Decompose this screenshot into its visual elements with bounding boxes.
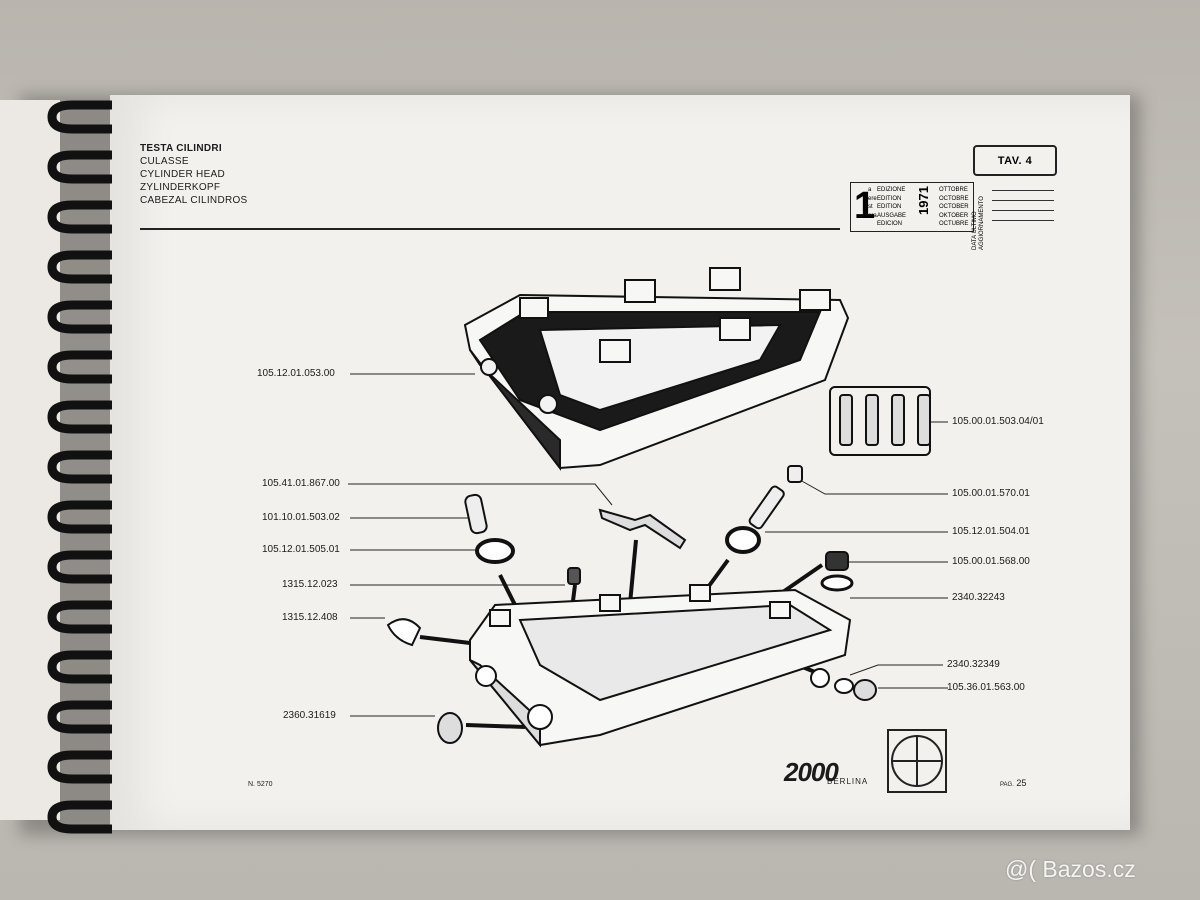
edition-month: OCTOBRE bbox=[939, 195, 969, 202]
edition-word: EDITION bbox=[877, 204, 902, 210]
part-label-washer: 2340.32243 bbox=[952, 592, 1005, 603]
leader-lines bbox=[348, 373, 948, 717]
binding-ring bbox=[47, 550, 112, 584]
edition-month: OCTOBER bbox=[939, 204, 969, 210]
edition-word: AUSGABE bbox=[877, 212, 907, 219]
part-label-side-plug: 105.36.01.563.00 bbox=[947, 682, 1025, 693]
page-number-value: 25 bbox=[1016, 778, 1027, 788]
edition-months: OTTOBRE OCTOBRE OCTOBER OKTOBER OCTUBRE bbox=[939, 186, 969, 229]
part-label-guide: 101.10.01.503.02 bbox=[262, 512, 340, 523]
cam-cover-illustration bbox=[463, 267, 850, 471]
part-label-plug: 2360.31619 bbox=[283, 710, 336, 721]
part-label-seal-left: 105.12.01.505.01 bbox=[262, 544, 340, 555]
part-label-valve-guides: 105.00.01.503.04/01 bbox=[952, 416, 1044, 427]
binding-ring bbox=[47, 250, 112, 284]
part-label-bracket: 105.41.01.867.00 bbox=[262, 478, 340, 489]
edition-suffix: ere bbox=[868, 195, 877, 202]
part-label-top-plug: 105.00.01.568.00 bbox=[952, 556, 1030, 567]
update-lines bbox=[992, 190, 1054, 230]
edition-word: EDICION bbox=[877, 221, 903, 227]
part-label-washer-2: 2340.32349 bbox=[947, 659, 1000, 670]
header-rule bbox=[140, 228, 840, 230]
part-label-cam-cover: 105.12.01.053.00 bbox=[257, 368, 335, 379]
edition-suffix: era bbox=[868, 212, 877, 219]
edition-suffixes: a ere st era bbox=[868, 186, 877, 220]
binding-ring bbox=[47, 100, 112, 134]
edition-month: OTTOBRE bbox=[939, 187, 968, 193]
page-prefix: PAG. bbox=[1000, 782, 1014, 788]
edition-suffix: a bbox=[868, 187, 872, 193]
part-label-seal-right: 105.12.01.504.01 bbox=[952, 526, 1030, 537]
cylinder-head-illustration bbox=[469, 584, 852, 748]
title-italian: TESTA CILINDRI bbox=[140, 143, 222, 154]
part-label-half-plug: 1315.12.408 bbox=[282, 612, 338, 623]
part-label-cap: 105.00.01.570.01 bbox=[952, 488, 1030, 499]
valve-guides-illustration bbox=[829, 386, 931, 456]
edition-word: EDIZIONE bbox=[877, 187, 906, 193]
binding-ring bbox=[47, 800, 112, 834]
edition-suffix: st bbox=[868, 204, 873, 210]
page-number: PAG. 25 bbox=[1000, 778, 1026, 788]
alfa-romeo-logo bbox=[887, 729, 947, 793]
binding-ring bbox=[47, 150, 112, 184]
title-french: CULASSE bbox=[140, 156, 189, 167]
small-parts-illustration bbox=[386, 465, 877, 744]
edition-month: OKTOBER bbox=[939, 212, 969, 219]
edition-word: EDITION bbox=[877, 195, 902, 202]
binding-ring bbox=[47, 750, 112, 784]
binding-ring bbox=[47, 650, 112, 684]
edition-number: 1 bbox=[854, 185, 876, 227]
binding-ring bbox=[47, 500, 112, 534]
edition-words: EDIZIONE EDITION EDITION AUSGABE EDICION bbox=[877, 186, 906, 229]
binding-ring bbox=[47, 300, 112, 334]
part-label-stud: 1315.12.023 bbox=[282, 579, 338, 590]
edition-box: 1 a ere st era EDIZIONE EDITION EDITION … bbox=[850, 182, 974, 232]
table-number-badge: TAV. 4 bbox=[973, 145, 1057, 176]
title-spanish: CABEZAL CILINDROS bbox=[140, 195, 248, 206]
page-title-block: TESTA CILINDRI CULASSE CYLINDER HEAD ZYL… bbox=[140, 142, 248, 207]
binding-ring bbox=[47, 400, 112, 434]
watermark: @( Bazos.cz bbox=[1005, 856, 1136, 882]
document-number: N. 5270 bbox=[248, 781, 273, 788]
binding-ring bbox=[47, 450, 112, 484]
binding-ring bbox=[47, 350, 112, 384]
edition-month: OCTUBRE bbox=[939, 221, 969, 227]
model-logo: 2000 bbox=[784, 757, 839, 787]
title-german: ZYLINDERKOPF bbox=[140, 182, 221, 193]
binding-ring bbox=[47, 700, 112, 734]
binding-ring bbox=[47, 200, 112, 234]
model-subtitle: BERLINA bbox=[827, 777, 869, 786]
title-english: CYLINDER HEAD bbox=[140, 169, 226, 180]
binding-ring bbox=[47, 600, 112, 634]
